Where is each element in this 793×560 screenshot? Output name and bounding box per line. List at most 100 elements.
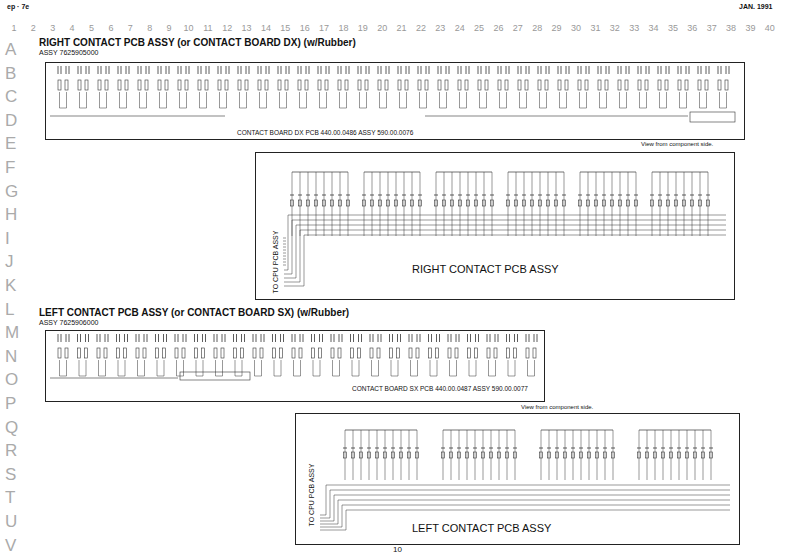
diode-symbol — [258, 80, 261, 90]
diode-symbol — [625, 80, 628, 90]
pcb-trace — [86, 92, 87, 108]
grid-column-number: 37 — [706, 24, 718, 34]
wire — [679, 430, 680, 480]
diode-symbol — [285, 80, 288, 90]
grid-row-letter: T — [4, 489, 16, 508]
pcb-board: CONTACT BOARD DX PCB 440.00.0486 ASSY 59… — [45, 62, 745, 140]
part-mark — [489, 66, 490, 74]
pcb-trace — [456, 360, 457, 376]
part-mark — [249, 66, 250, 74]
pcb-trace — [203, 360, 204, 376]
diode-symbol — [182, 348, 185, 358]
pcb-trace — [488, 360, 489, 376]
wire — [332, 172, 333, 236]
diode-symbol — [554, 195, 558, 196]
part-mark — [726, 66, 727, 74]
pcb-trace — [266, 92, 267, 108]
pcb-trace — [126, 92, 127, 108]
grid-column-number: 6 — [107, 24, 114, 34]
part-mark — [338, 66, 339, 74]
diode-symbol — [221, 348, 224, 358]
wire — [443, 430, 444, 480]
wire — [451, 430, 452, 480]
part-mark — [706, 66, 707, 74]
diode-symbol — [526, 348, 529, 358]
pcb-trace — [79, 360, 80, 376]
wire — [703, 430, 704, 480]
pcb-trace — [469, 360, 470, 376]
diode-symbol — [85, 348, 88, 358]
part-mark — [569, 66, 570, 74]
wire — [364, 172, 420, 173]
diode-symbol — [485, 80, 488, 90]
bus-line — [296, 225, 726, 226]
diode-symbol — [325, 80, 328, 90]
wire — [484, 172, 485, 236]
part-mark — [358, 66, 359, 74]
pcb-trace — [99, 376, 106, 377]
part-mark — [127, 334, 128, 342]
part-mark — [319, 334, 320, 342]
diode-symbol — [702, 452, 705, 458]
diode-symbol — [571, 448, 575, 449]
diode-symbol — [234, 348, 237, 358]
part-mark — [309, 66, 310, 74]
diode-symbol — [564, 452, 567, 458]
pcb-trace — [176, 360, 177, 376]
pcb-trace — [80, 108, 87, 109]
diode-symbol — [455, 348, 458, 358]
diode-symbol — [156, 348, 159, 358]
part-mark — [439, 334, 440, 342]
part-mark — [61, 334, 62, 342]
part-mark — [558, 66, 559, 74]
wire — [348, 172, 349, 236]
diode-symbol — [563, 448, 567, 449]
wire — [483, 430, 484, 480]
pcb-trace — [619, 92, 620, 108]
part-mark — [729, 66, 730, 74]
pcb-trace — [222, 360, 223, 376]
part-mark — [334, 334, 335, 342]
part-mark — [329, 66, 330, 74]
diode-symbol — [145, 80, 148, 90]
part-mark — [467, 334, 468, 342]
diode-symbol — [387, 200, 390, 206]
wire — [565, 430, 566, 480]
part-mark — [509, 66, 510, 74]
part-mark — [381, 334, 382, 342]
part-mark — [346, 66, 347, 74]
grid-column-number: 26 — [492, 24, 504, 34]
pcb-trace — [526, 92, 527, 108]
part-mark — [119, 334, 120, 342]
wire — [556, 172, 557, 236]
part-mark — [366, 66, 367, 74]
diode-symbol — [518, 80, 521, 90]
diode-symbol — [487, 348, 490, 358]
part-mark — [412, 334, 413, 342]
diode-symbol — [505, 448, 509, 449]
connector-pin — [283, 259, 286, 260]
pcb-board: CONTACT BOARD SX PCB 440.00.0487 ASSY 59… — [45, 330, 545, 402]
diode-symbol — [338, 348, 341, 358]
part-mark — [58, 66, 59, 74]
part-mark — [378, 334, 379, 342]
grid-column-number: 23 — [434, 24, 446, 34]
pcb-trace — [626, 92, 627, 108]
grid-column-number: 38 — [725, 24, 737, 34]
part-mark — [225, 334, 226, 342]
wire — [671, 430, 672, 480]
pcb-trace — [294, 376, 301, 377]
connector-pin — [283, 253, 286, 254]
diode-symbol — [691, 200, 694, 206]
pcb-trace — [215, 360, 216, 376]
bus-line — [320, 518, 330, 519]
pcb-trace — [340, 108, 347, 109]
diode-symbol — [705, 80, 708, 90]
diode-symbol — [658, 80, 661, 90]
part-mark — [339, 334, 340, 342]
pcb-trace — [196, 360, 197, 376]
diode-symbol — [138, 80, 141, 90]
diode-symbol — [586, 195, 590, 196]
wire — [364, 172, 365, 236]
diode-symbol — [563, 200, 566, 206]
